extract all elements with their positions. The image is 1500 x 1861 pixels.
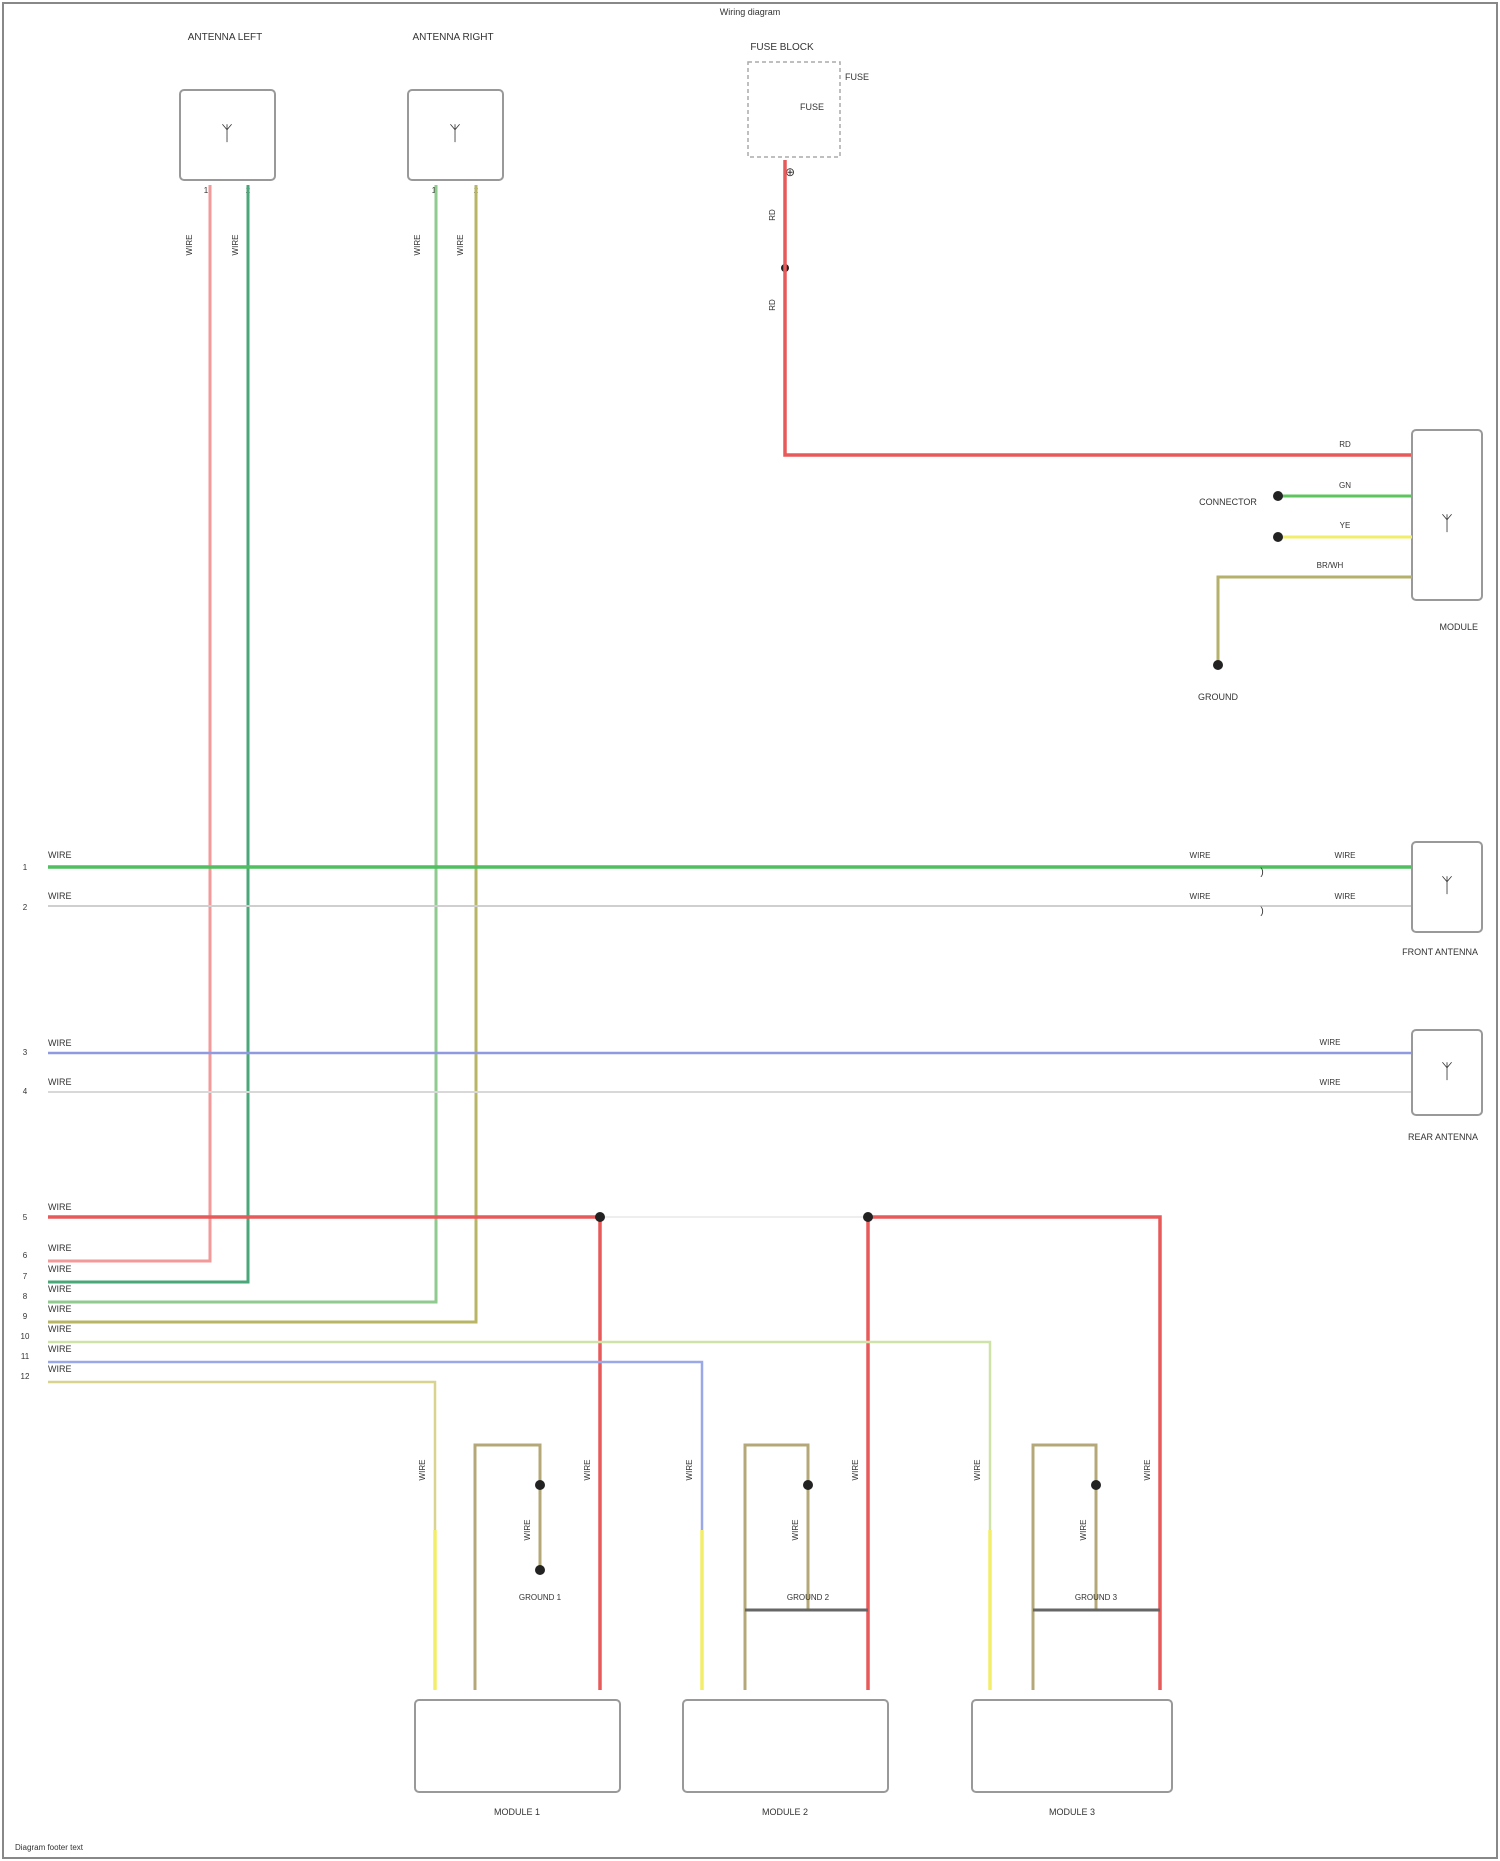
right-module-ground-caption: GROUND [1198, 692, 1238, 702]
top-right-antenna-wire-label-1: WIRE [413, 235, 422, 256]
main-connector-label-12: WIRE [48, 1364, 72, 1374]
right-module-ground-point [1213, 660, 1223, 670]
right-module-caption: MODULE [1439, 622, 1478, 632]
main-connector-label-4: WIRE [48, 1077, 72, 1087]
module-2-ground-caption: GROUND 2 [787, 1593, 830, 1602]
main-connector-pin-2: 2 [23, 903, 28, 912]
main-connector-label-1: WIRE [48, 850, 72, 860]
main-connector-pin-3: 3 [23, 1048, 28, 1057]
top-left-antenna-title: ANTENNA LEFT [188, 32, 262, 43]
main-connector-label-7: WIRE [48, 1264, 72, 1274]
page-footer: Diagram footer text [15, 1843, 84, 1852]
fuse-wire-label-1: RD [768, 209, 777, 221]
main-connector-pin-5: 5 [23, 1213, 28, 1222]
fuse-wire-label-2: RD [768, 299, 777, 311]
main-connector-label-9: WIRE [48, 1304, 72, 1314]
module-1-wire-label-3: WIRE [583, 1460, 592, 1481]
red-bus-junction-2 [863, 1212, 873, 1222]
module-3-wire-label-2: WIRE [1079, 1520, 1088, 1541]
module-3-box [972, 1700, 1172, 1792]
page-title: Wiring diagram [720, 7, 781, 17]
module-2-ground-top [803, 1480, 813, 1490]
module-3-ground-caption: GROUND 3 [1075, 1593, 1118, 1602]
main-connector-label-8: WIRE [48, 1284, 72, 1294]
top-left-antenna-wire-label-1: WIRE [185, 235, 194, 256]
main-connector-pin-7: 7 [23, 1272, 28, 1281]
fuse-block-line-2: FUSE [800, 102, 824, 112]
right-module-symbol: ᛉ [1441, 513, 1453, 535]
top-right-antenna-title: ANTENNA RIGHT [412, 32, 493, 43]
main-connector-pin-9: 9 [23, 1312, 28, 1321]
main-connector-pin-8: 8 [23, 1292, 28, 1301]
front-antenna-wire-label-1: WIRE [1335, 851, 1356, 860]
top-right-antenna-symbol: ᛉ [449, 123, 461, 145]
module-1-ground-caption: GROUND 1 [519, 1593, 562, 1602]
module-2-wire-label-3: WIRE [851, 1460, 860, 1481]
main-connector-pin-6: 6 [23, 1251, 28, 1260]
module-1-wire-label-1: WIRE [418, 1460, 427, 1481]
main-connector-pin-4: 4 [23, 1087, 28, 1096]
top-right-antenna-wire-label-2: WIRE [456, 235, 465, 256]
module-2-caption: MODULE 2 [762, 1807, 808, 1817]
front-antenna-inline-connector: ) [1260, 867, 1263, 878]
right-module-wire-label-2: GN [1339, 481, 1351, 490]
main-connector-pin-12: 12 [21, 1372, 30, 1381]
module-1-caption: MODULE 1 [494, 1807, 540, 1817]
right-module-left-label: CONNECTOR [1199, 497, 1257, 507]
right-module-wire-label-3: YE [1340, 521, 1351, 530]
front-antenna-symbol: ᛉ [1441, 875, 1453, 897]
main-connector-label-3: WIRE [48, 1038, 72, 1048]
top-left-antenna-pin-1: 1 [204, 186, 209, 195]
module-2-wire-label-2: WIRE [791, 1520, 800, 1541]
main-connector-label-5: WIRE [48, 1202, 72, 1212]
rear-antenna-symbol: ᛉ [1441, 1061, 1453, 1083]
front-antenna-inline-connector-2: ) [1260, 906, 1263, 917]
right-module-wire-label-4: BR/WH [1317, 561, 1344, 570]
main-connector-label-6: WIRE [48, 1243, 72, 1253]
rear-antenna-wire-label-2: WIRE [1320, 1078, 1341, 1087]
module-1-ground-top [535, 1480, 545, 1490]
module-3-wire-label-3: WIRE [1143, 1460, 1152, 1481]
module-2-wire-label-1: WIRE [685, 1460, 694, 1481]
main-connector-pin-1: 1 [23, 863, 28, 872]
front-antenna-mid-label-1: WIRE [1190, 851, 1211, 860]
module-3-wire-label-1: WIRE [973, 1460, 982, 1481]
rear-antenna-caption: REAR ANTENNA [1408, 1132, 1478, 1142]
front-antenna-caption: FRONT ANTENNA [1402, 947, 1478, 957]
main-connector-label-2: WIRE [48, 891, 72, 901]
main-connector-label-10: WIRE [48, 1324, 72, 1334]
module-1-ground-point [535, 1565, 545, 1575]
module-2-box [683, 1700, 888, 1792]
rear-antenna-wire-label-1: WIRE [1320, 1038, 1341, 1047]
front-antenna-wire-label-2: WIRE [1335, 892, 1356, 901]
front-antenna-mid-label-2: WIRE [1190, 892, 1211, 901]
top-left-antenna-wire-label-2: WIRE [231, 235, 240, 256]
fuse-block-line-1: FUSE [845, 72, 869, 82]
top-left-antenna-symbol: ᛉ [221, 123, 233, 145]
module-1-wire-label-2: WIRE [523, 1520, 532, 1541]
main-connector-pin-10: 10 [21, 1332, 30, 1341]
main-connector-pin-11: 11 [21, 1352, 30, 1361]
right-module-green-junction [1273, 491, 1283, 501]
main-connector-label-11: WIRE [48, 1344, 72, 1354]
module-1-box [415, 1700, 620, 1792]
right-module-wire-label-1: RD [1339, 440, 1351, 449]
module-3-ground-top [1091, 1480, 1101, 1490]
fuse-block-title: FUSE BLOCK [750, 42, 814, 53]
right-module-yellow-junction [1273, 532, 1283, 542]
module-3-caption: MODULE 3 [1049, 1807, 1095, 1817]
red-bus-junction-1 [595, 1212, 605, 1222]
